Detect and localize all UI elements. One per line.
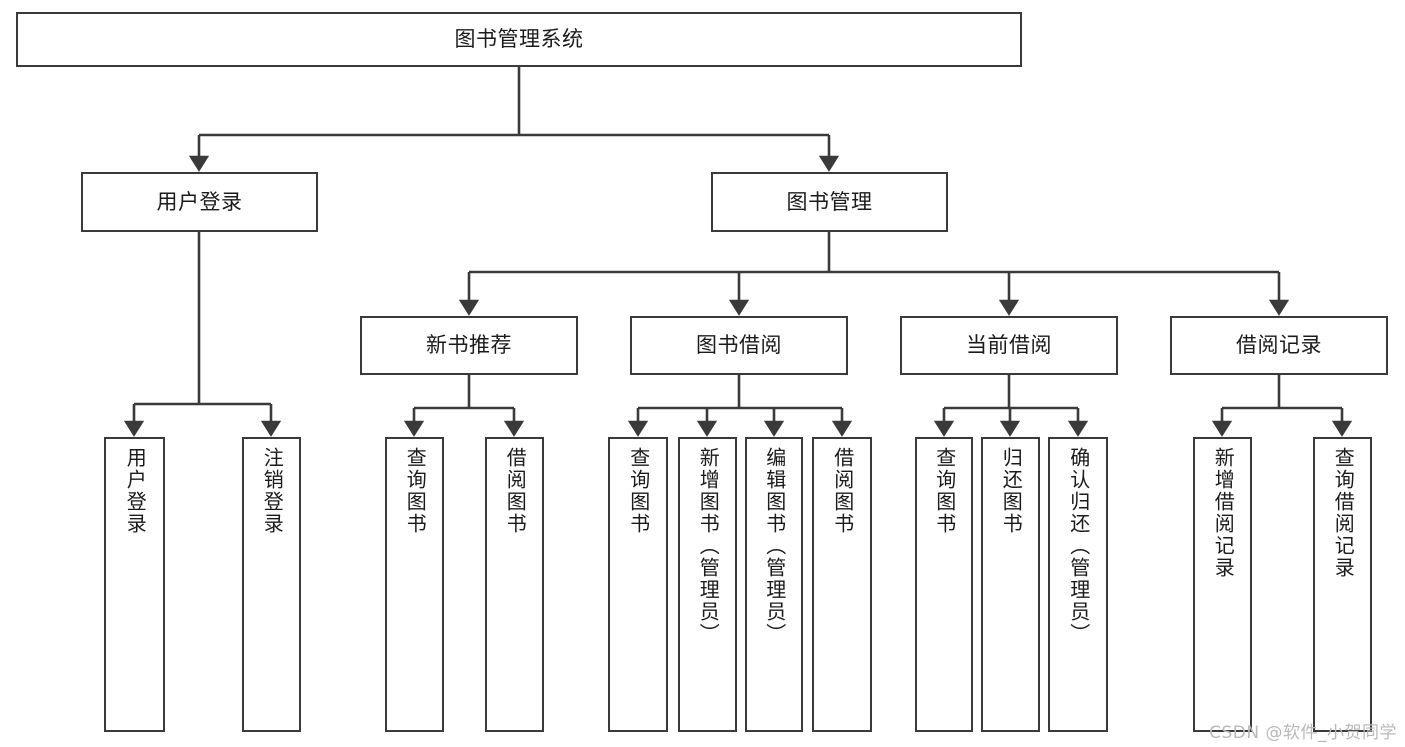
node-leaf-return-book[interactable]: 归还图书 <box>981 437 1040 732</box>
node-leaf-user-login[interactable]: 用户登录 <box>104 437 165 732</box>
node-new-book-recommend[interactable]: 新书推荐 <box>360 316 578 375</box>
node-leaf-query-book-2[interactable]: 查询图书 <box>608 437 668 732</box>
node-leaf-confirm-return[interactable]: 确认归还（管理员） <box>1048 437 1108 732</box>
node-leaf-confirm-return-label: 确认归还（管理员） <box>1066 447 1091 645</box>
node-new-book-recommend-label: 新书推荐 <box>426 333 512 358</box>
node-leaf-user-login-label: 用户登录 <box>123 447 148 535</box>
node-leaf-query-record-label: 查询借阅记录 <box>1331 447 1356 579</box>
node-book-borrow-label: 图书借阅 <box>696 333 782 358</box>
watermark: CSDN @软件_小贺同学 <box>1209 723 1397 743</box>
node-leaf-add-record-label: 新增借阅记录 <box>1211 447 1236 579</box>
node-user-login[interactable]: 用户登录 <box>81 172 318 232</box>
node-current-borrow-label: 当前借阅 <box>966 333 1052 358</box>
node-book-borrow[interactable]: 图书借阅 <box>630 316 848 375</box>
node-leaf-borrow-book-1-label: 借阅图书 <box>503 447 528 535</box>
node-leaf-query-book-3-label: 查询图书 <box>932 447 957 535</box>
node-leaf-query-book-1[interactable]: 查询图书 <box>385 437 444 732</box>
node-borrow-record[interactable]: 借阅记录 <box>1170 316 1388 375</box>
node-root-label: 图书管理系统 <box>454 27 584 52</box>
node-borrow-record-label: 借阅记录 <box>1236 333 1322 358</box>
node-leaf-user-logout[interactable]: 注销登录 <box>242 437 301 732</box>
node-leaf-query-record[interactable]: 查询借阅记录 <box>1313 437 1372 732</box>
node-leaf-return-book-label: 归还图书 <box>999 447 1024 535</box>
node-book-management[interactable]: 图书管理 <box>711 172 948 232</box>
node-leaf-add-record[interactable]: 新增借阅记录 <box>1193 437 1252 732</box>
node-root[interactable]: 图书管理系统 <box>16 12 1022 67</box>
node-leaf-edit-book[interactable]: 编辑图书（管理员） <box>745 437 803 732</box>
node-leaf-borrow-book-1[interactable]: 借阅图书 <box>485 437 544 732</box>
node-leaf-user-logout-label: 注销登录 <box>260 447 285 535</box>
node-leaf-edit-book-label: 编辑图书（管理员） <box>762 447 787 645</box>
node-leaf-query-book-1-label: 查询图书 <box>403 447 428 535</box>
node-leaf-borrow-book-2[interactable]: 借阅图书 <box>812 437 872 732</box>
node-current-borrow[interactable]: 当前借阅 <box>900 316 1118 375</box>
node-leaf-query-book-2-label: 查询图书 <box>626 447 651 535</box>
node-user-login-label: 用户登录 <box>156 189 243 214</box>
node-leaf-borrow-book-2-label: 借阅图书 <box>830 447 855 535</box>
node-leaf-add-book-label: 新增图书（管理员） <box>696 447 721 645</box>
node-book-management-label: 图书管理 <box>786 189 873 214</box>
node-leaf-query-book-3[interactable]: 查询图书 <box>915 437 973 732</box>
node-leaf-add-book[interactable]: 新增图书（管理员） <box>678 437 737 732</box>
